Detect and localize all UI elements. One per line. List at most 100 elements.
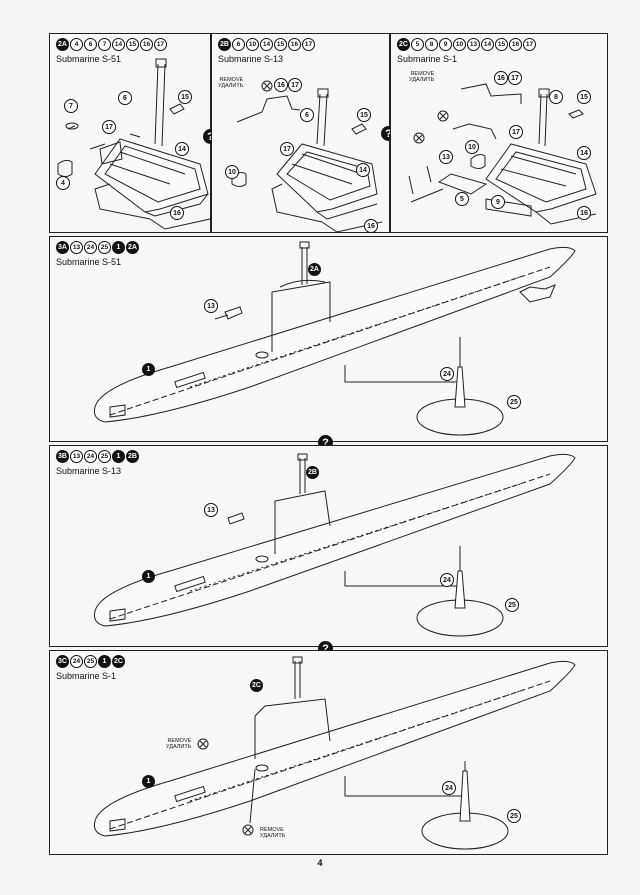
callout-part: 17 bbox=[288, 78, 302, 92]
callout-part: 13 bbox=[204, 299, 218, 313]
step-3c-panel: 3C 24 25 1 2C Submarine S-1 REMOVE УДАЛИ… bbox=[49, 650, 608, 855]
step-2c-header: 2C 5 8 9 10 13 14 15 16 17 bbox=[397, 38, 536, 51]
remove-label-ru: УДАЛИТЬ bbox=[218, 83, 244, 89]
deck-assembly-drawing bbox=[231, 80, 383, 233]
callout-part: 10 bbox=[465, 140, 479, 154]
part-number-filled: 2B bbox=[126, 450, 139, 463]
part-number-filled: 1 bbox=[98, 655, 111, 668]
step-title: Submarine S-13 bbox=[218, 54, 284, 64]
part-number-filled: 1 bbox=[112, 241, 125, 254]
callout-subassembly: 2C bbox=[250, 679, 263, 692]
step-2b-panel: 2B 6 10 14 15 16 17 Submarine S-13 REMOV… bbox=[211, 33, 390, 233]
part-number: 9 bbox=[439, 38, 452, 51]
part-number-filled: 1 bbox=[112, 450, 125, 463]
part-number: 24 bbox=[70, 655, 83, 668]
callout-part: 16 bbox=[274, 78, 288, 92]
remove-note: REMOVE УДАЛИТЬ bbox=[166, 738, 191, 750]
step-title: Submarine S-51 bbox=[56, 54, 122, 64]
remove-label-en: REMOVE bbox=[167, 738, 192, 744]
callout-subassembly: 2A bbox=[308, 263, 321, 276]
remove-note: REMOVE УДАЛИТЬ bbox=[218, 77, 243, 89]
hull-drawing bbox=[94, 241, 576, 436]
page-number: 4 bbox=[317, 858, 323, 868]
remove-label-ru: УДАЛИТЬ bbox=[409, 77, 435, 83]
part-number: 24 bbox=[84, 241, 97, 254]
part-number: 17 bbox=[302, 38, 315, 51]
deck-assembly-drawing bbox=[408, 83, 597, 225]
part-number-filled: 2A bbox=[126, 241, 139, 254]
callout-part: 4 bbox=[56, 176, 70, 190]
part-number-filled: 2C bbox=[112, 655, 125, 668]
part-number: 15 bbox=[274, 38, 287, 51]
remove-label-ru: УДАЛИТЬ bbox=[260, 833, 286, 839]
callout-part: 14 bbox=[577, 146, 591, 160]
part-number: 4 bbox=[70, 38, 83, 51]
callout-part: 17 bbox=[102, 120, 116, 134]
step-2a-header: 2A 4 6 7 14 15 16 17 bbox=[56, 38, 167, 51]
callout-part: 17 bbox=[508, 71, 522, 85]
callout-part: 24 bbox=[440, 367, 454, 381]
part-number: 25 bbox=[98, 450, 111, 463]
part-number: 16 bbox=[140, 38, 153, 51]
callout-part: 9 bbox=[491, 195, 505, 209]
callout-part: 13 bbox=[204, 503, 218, 517]
step-2c-panel: 2C 5 8 9 10 13 14 15 16 17 Submarine S-1… bbox=[390, 33, 608, 233]
callout-subassembly: 1 bbox=[142, 363, 155, 376]
part-number: 6 bbox=[84, 38, 97, 51]
step-badge: 3B bbox=[56, 450, 69, 463]
callout-part: 14 bbox=[356, 163, 370, 177]
callout-part: 17 bbox=[280, 142, 294, 156]
step-3a-header: 3A 13 24 25 1 2A bbox=[56, 241, 139, 254]
part-number: 13 bbox=[70, 241, 83, 254]
callout-part: 16 bbox=[170, 206, 184, 220]
callout-part: 25 bbox=[507, 395, 521, 409]
callout-part: 24 bbox=[442, 781, 456, 795]
part-number: 25 bbox=[84, 655, 97, 668]
part-number: 13 bbox=[70, 450, 83, 463]
part-number: 8 bbox=[425, 38, 438, 51]
part-number: 15 bbox=[495, 38, 508, 51]
callout-part: 15 bbox=[577, 90, 591, 104]
callout-part: 16 bbox=[364, 219, 378, 233]
callout-part: 6 bbox=[118, 91, 132, 105]
part-number: 14 bbox=[481, 38, 494, 51]
part-number: 7 bbox=[98, 38, 111, 51]
callout-part: 13 bbox=[439, 150, 453, 164]
callout-part: 8 bbox=[549, 90, 563, 104]
step-3a-panel: 3A 13 24 25 1 2A Submarine S-51 2A 1 bbox=[49, 236, 608, 442]
callout-subassembly: 1 bbox=[142, 570, 155, 583]
callout-subassembly: 2B bbox=[306, 466, 319, 479]
remove-label-en: REMOVE bbox=[410, 71, 435, 77]
callout-part: 25 bbox=[505, 598, 519, 612]
part-number: 17 bbox=[154, 38, 167, 51]
part-number: 5 bbox=[411, 38, 424, 51]
step-title: Submarine S-1 bbox=[397, 54, 458, 64]
callout-part: 25 bbox=[507, 809, 521, 823]
step-2b-header: 2B 6 10 14 15 16 17 bbox=[218, 38, 315, 51]
step-badge: 2C bbox=[397, 38, 410, 51]
part-number: 16 bbox=[288, 38, 301, 51]
deck-assembly-drawing bbox=[57, 58, 211, 230]
callout-part: 5 bbox=[455, 192, 469, 206]
hull-drawing bbox=[94, 453, 576, 637]
callout-subassembly: 1 bbox=[142, 775, 155, 788]
step-title: Submarine S-1 bbox=[56, 671, 117, 681]
part-number: 10 bbox=[453, 38, 466, 51]
hull-drawing bbox=[94, 656, 576, 850]
callout-part: 16 bbox=[577, 206, 591, 220]
part-number: 13 bbox=[467, 38, 480, 51]
step-2a-panel: 2A 4 6 7 14 15 16 17 Submarine S-51 7 6 … bbox=[49, 33, 211, 233]
callout-part: 10 bbox=[225, 165, 239, 179]
part-number: 24 bbox=[84, 450, 97, 463]
step-badge: 3C bbox=[56, 655, 69, 668]
step-3c-header: 3C 24 25 1 2C bbox=[56, 655, 125, 668]
callout-part: 15 bbox=[178, 90, 192, 104]
step-title: Submarine S-51 bbox=[56, 257, 122, 267]
step-badge: 2A bbox=[56, 38, 69, 51]
remove-note: REMOVE УДАЛИТЬ bbox=[260, 827, 285, 839]
part-number: 17 bbox=[523, 38, 536, 51]
step-3b-header: 3B 13 24 25 1 2B bbox=[56, 450, 139, 463]
step-badge: 2B bbox=[218, 38, 231, 51]
callout-part: 24 bbox=[440, 573, 454, 587]
remove-label-ru: УДАЛИТЬ bbox=[166, 744, 192, 750]
